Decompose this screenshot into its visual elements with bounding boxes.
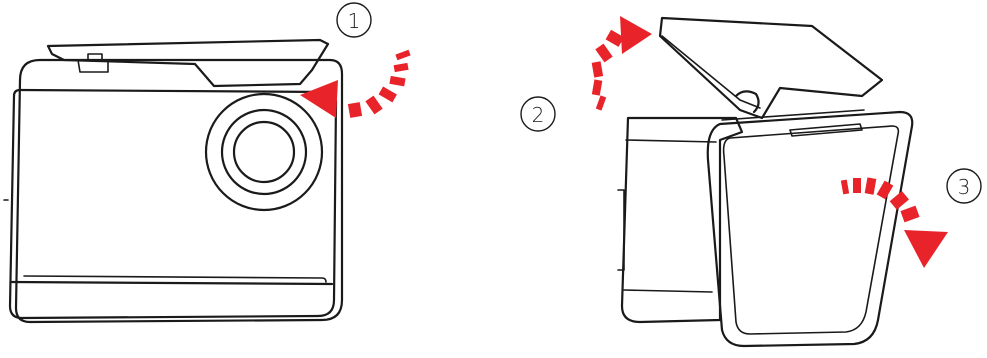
opened-top-cover [658,16,884,120]
step-2-arrow [591,16,652,111]
step-2-marker: 2 [520,96,556,132]
step-2-number: 2 [532,103,545,127]
camera-body [14,58,344,324]
camera-top-button [77,59,109,73]
camera-lens-outer [204,92,324,212]
step-1-number: 1 [348,9,361,33]
camera-lens-middle [220,108,308,196]
step-1-arrow [300,49,411,118]
opened-door [706,110,914,348]
step-1-arrow-head [300,80,338,118]
opened-body [620,116,744,324]
camera-bottom-strip [10,280,334,286]
step-3-marker: 3 [946,168,982,204]
camera-opened [617,16,914,348]
camera-closed [3,38,344,324]
step-2-arrow-head [620,16,652,54]
step-3-arrow [840,177,948,268]
opened-hinge [734,90,760,114]
step-3-number: 3 [958,175,971,199]
step-3-arrow-head [904,230,948,268]
camera-top-cover [46,38,330,88]
step-1-marker: 1 [336,2,372,38]
camera-lens-inner [232,120,296,184]
camera-front-face [8,88,338,320]
